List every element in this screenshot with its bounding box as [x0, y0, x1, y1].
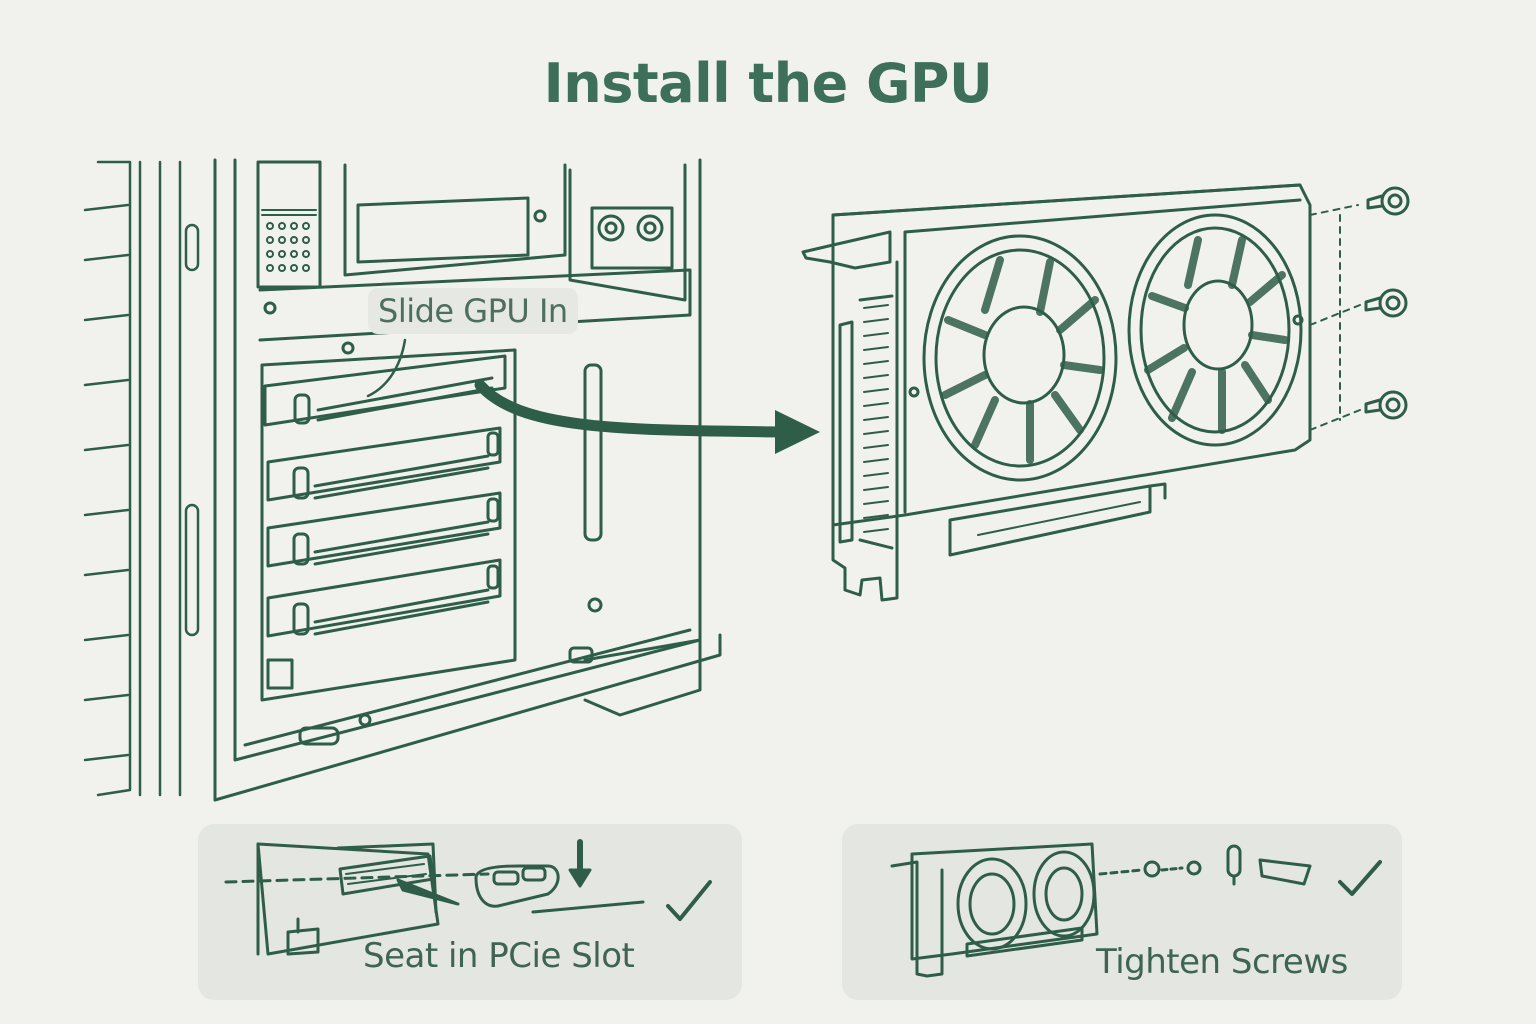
screw-1 — [1366, 186, 1410, 216]
pcie-slot-3 — [266, 491, 502, 568]
step-card-tighten-screws: Tighten Screws — [842, 824, 1402, 1000]
screws — [1309, 186, 1410, 431]
tighten-screws-illustration — [890, 842, 1382, 978]
front-vents — [83, 160, 200, 797]
pcie-slot-4 — [266, 558, 502, 638]
pcie-slot-1 — [263, 354, 507, 427]
gpu-bracket — [801, 230, 899, 602]
seat-pcie-illustration — [224, 839, 712, 956]
step-card-seat-pcie: Seat in PCie Slot — [198, 824, 742, 1000]
gpu-fan-right — [1127, 213, 1303, 447]
gpu-fan-left — [922, 234, 1118, 482]
step-label-screws: Tighten Screws — [1096, 942, 1348, 982]
step-label-seat: Seat in PCie Slot — [363, 936, 635, 976]
diagram-title: Install the GPU — [543, 52, 993, 115]
gpu-card — [801, 183, 1312, 602]
slide-arrow — [474, 379, 820, 454]
slide-gpu-callout: Slide GPU In — [368, 288, 578, 334]
pc-case — [83, 158, 722, 802]
pcie-slot-2 — [266, 426, 502, 502]
gpu-pcie-connector — [948, 482, 1167, 557]
checkmark-icon — [1338, 860, 1382, 896]
screw-3 — [1364, 390, 1408, 420]
psu — [256, 160, 322, 289]
screw-2 — [1364, 288, 1408, 318]
checkmark-icon — [666, 880, 712, 921]
